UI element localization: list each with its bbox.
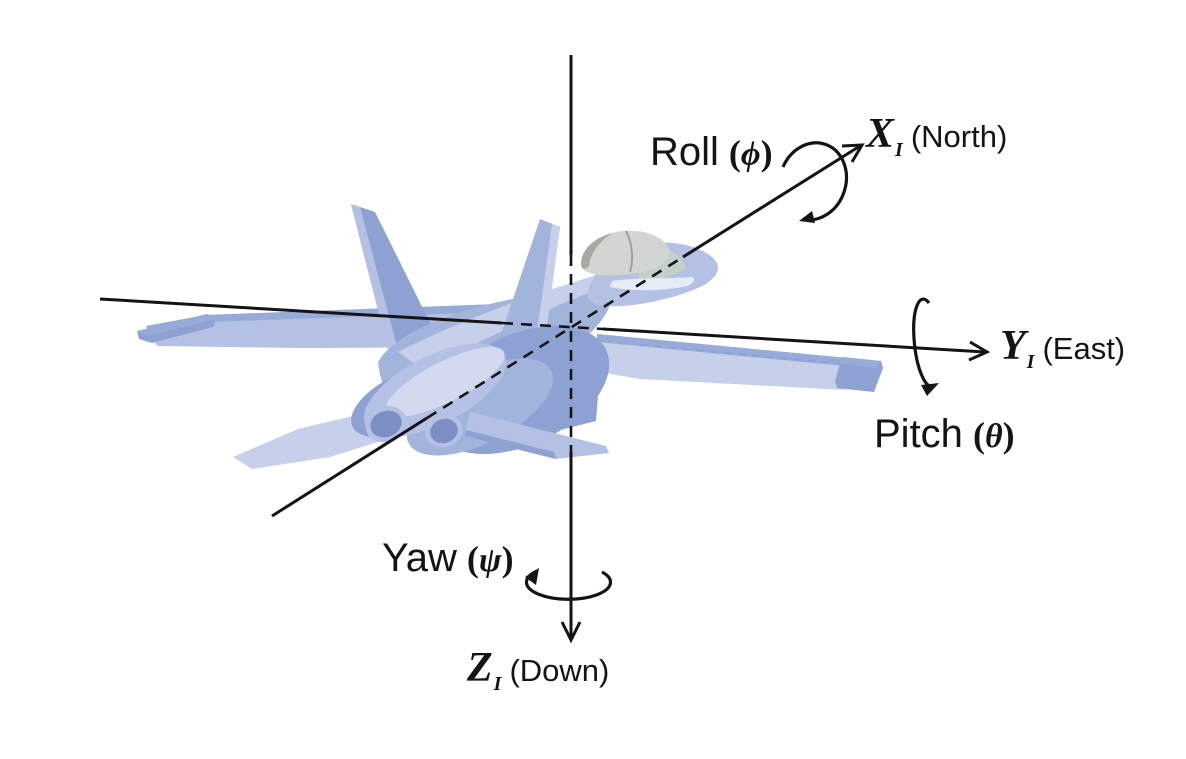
rotation-arrows (524, 141, 939, 601)
pitch-label: Pitch(θ) (874, 412, 1015, 456)
x-axis-hidden-segment (426, 255, 684, 420)
theta-symbol: θ (984, 418, 1003, 455)
right-wing-leading-edge (597, 334, 858, 367)
pitch-word: Pitch (874, 412, 963, 456)
right-wing-flap-line (639, 344, 846, 365)
roll-rotation-arc (781, 141, 849, 222)
y-axis-arrowhead (968, 340, 991, 362)
z-axis-letter: Z (467, 645, 493, 691)
y-axis-subscript: I (1026, 351, 1035, 373)
canopy (580, 230, 670, 276)
pitch-rotation-arc (912, 297, 937, 389)
left-nozzle (370, 410, 402, 438)
y-axis-east-segment (602, 327, 986, 354)
x-axis-north-segment (682, 144, 861, 259)
x-axis-label: XI (North) (866, 110, 1007, 162)
y-axis-letter: Y (1000, 323, 1026, 369)
phi-symbol: ϕ (740, 136, 761, 173)
canopy-rear-shade (580, 233, 612, 269)
aircraft-model (137, 204, 883, 469)
x-axis-south-segment (271, 416, 428, 518)
right-wingtip-rail-top (839, 357, 881, 368)
psi-symbol: ψ (478, 542, 502, 579)
y-axis-label: YI (East) (1000, 322, 1125, 374)
yaw-rotation-arc (524, 569, 613, 601)
roll-label: Roll(ϕ) (650, 130, 773, 174)
z-axis-subscript: I (493, 673, 502, 695)
x-axis-direction: (North) (910, 119, 1008, 154)
lex-highlight (610, 277, 695, 291)
y-axis-direction: (East) (1042, 331, 1126, 366)
z-axis-label: ZI (Down) (467, 644, 609, 696)
left-engine-highlight (385, 347, 505, 417)
left-wing-leading-edge (146, 303, 526, 333)
yaw-label: Yaw(ψ) (382, 536, 514, 580)
yaw-rotation-arrowhead (525, 568, 539, 585)
z-axis-arrowhead (560, 621, 582, 644)
roll-word: Roll (650, 130, 719, 174)
z-axis-direction: (Down) (509, 653, 610, 688)
x-axis-arrowhead (841, 143, 865, 163)
x-axis-letter: X (866, 111, 895, 157)
canopy-seam (625, 230, 634, 273)
x-axis-subscript: I (895, 139, 903, 161)
yaw-word: Yaw (382, 536, 457, 580)
left-wingtip-rail-top (137, 314, 216, 336)
roll-rotation-arrowhead (799, 211, 815, 223)
axis-lines (99, 55, 991, 644)
right-stabilator-edge (464, 430, 556, 459)
y-axis-west-segment (99, 297, 503, 325)
left-tail-fin-edge (351, 204, 406, 381)
canopy-windscreen (638, 249, 686, 280)
right-stabilator (464, 412, 609, 459)
pitch-rotation-arrowhead (921, 383, 939, 396)
right-nozzle (430, 418, 458, 444)
y-axis-hidden-segment (501, 321, 604, 331)
